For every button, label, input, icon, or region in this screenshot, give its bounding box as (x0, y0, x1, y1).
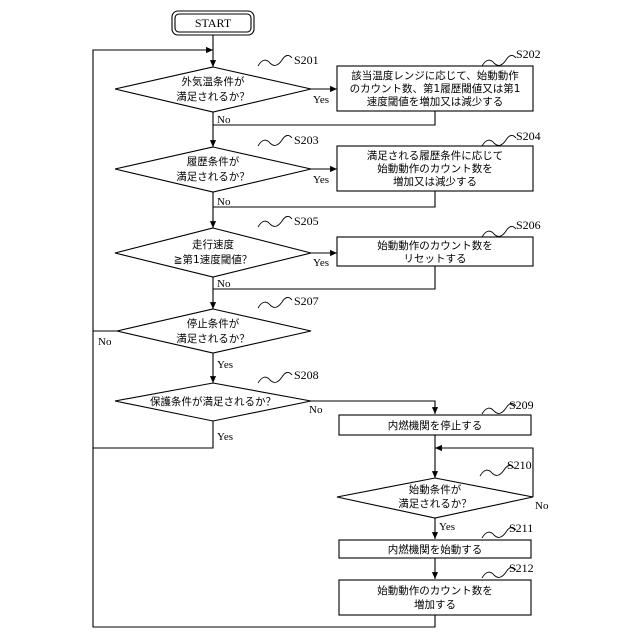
process-text: 始動動作のカウント数を (377, 162, 493, 175)
decision-text: 外気温条件が (182, 75, 245, 88)
decision-s203: 履歴条件が 満足されるか？ (115, 147, 311, 192)
decision-s207: 停止条件が 満足されるか？ (117, 309, 311, 353)
process-s206: 始動動作のカウント数を リセットする (337, 237, 533, 266)
edge-label-yes: Yes (313, 257, 329, 269)
edge-label-no: No (98, 336, 112, 348)
step-id-s204: S204 (516, 129, 541, 143)
step-id-s206: S206 (516, 218, 541, 232)
decision-text: ≧第1速度閾値？ (174, 253, 252, 266)
start-terminal: START (172, 11, 254, 35)
edge-label-no: No (217, 196, 231, 208)
leader-s204 (482, 135, 516, 146)
step-id-s203: S203 (294, 133, 319, 147)
start-label: START (195, 16, 232, 30)
decision-text: 履歴条件が (187, 155, 240, 168)
step-id-s211: S211 (509, 521, 533, 535)
leader-s201 (258, 55, 292, 66)
process-text: のカウント数、第1履歴閾値又は第1 (350, 82, 521, 95)
process-text: 速度閾値を増加又は減少する (367, 95, 504, 108)
step-id-s210: S210 (507, 458, 532, 472)
step-id-s209: S209 (509, 398, 534, 412)
decision-text: 保護条件が満足されるか？ (150, 395, 276, 408)
step-id-s201: S201 (294, 53, 319, 67)
decision-text: 停止条件が (187, 317, 240, 330)
decision-text: 満足されるか？ (176, 171, 250, 183)
leader-s207 (258, 297, 292, 308)
edge-label-no: No (217, 114, 231, 126)
process-text: 該当温度レンジに応じて、始動動作 (351, 69, 519, 82)
decision-text: 走行速度 (192, 238, 234, 251)
decision-s201: 外気温条件が 満足されるか？ (115, 67, 311, 112)
process-s202: 該当温度レンジに応じて、始動動作 のカウント数、第1履歴閾値又は第1 速度閾値を… (337, 66, 533, 111)
leader-s208 (258, 372, 292, 383)
decision-s210: 始動条件が 満足されるか？ (337, 478, 533, 518)
process-s212: 始動動作のカウント数を 増加する (339, 580, 531, 615)
process-text: 増加する (414, 598, 456, 611)
process-s209: 内燃機関を停止する (339, 415, 531, 435)
leader-s202 (482, 55, 516, 66)
leader-s203 (258, 135, 292, 146)
decision-text: 満足されるか？ (398, 498, 472, 510)
edge-label-yes: Yes (313, 174, 329, 186)
edge-label-yes: Yes (313, 94, 329, 106)
decision-text: 始動条件が (409, 483, 462, 496)
process-s204: 満足される履歴条件に応じて 始動動作のカウント数を 増加又は減少する (337, 146, 533, 191)
process-s211: 内燃機関を始動する (339, 540, 531, 558)
process-text: 内燃機関を停止する (388, 419, 483, 432)
process-text: 増加又は減少する (393, 175, 477, 188)
decision-text: 満足されるか？ (176, 91, 250, 103)
step-id-s202: S202 (516, 47, 541, 61)
process-text: 始動動作のカウント数を (377, 584, 493, 597)
edge-label-no: No (535, 500, 549, 512)
edge-label-yes: Yes (439, 521, 455, 533)
process-text: リセットする (404, 253, 467, 265)
edge-label-no: No (217, 278, 231, 290)
edge-label-no: No (309, 404, 323, 416)
edge-label-yes: Yes (217, 431, 233, 443)
process-text: 満足される履歴条件に応じて (367, 149, 504, 162)
process-text: 始動動作のカウント数を (377, 239, 493, 252)
decision-text: 満足されるか？ (176, 333, 250, 345)
leader-s205 (258, 216, 292, 227)
process-text: 内燃機関を始動する (388, 543, 483, 556)
decision-s205: 走行速度 ≧第1速度閾値？ (115, 228, 311, 277)
edge-label-yes: Yes (217, 359, 233, 371)
leader-s206 (482, 226, 516, 237)
decision-s208: 保護条件が満足されるか？ (115, 383, 311, 421)
step-id-s205: S205 (294, 214, 319, 228)
step-id-s212: S212 (509, 561, 534, 575)
step-id-s207: S207 (294, 294, 319, 308)
step-id-s208: S208 (294, 368, 319, 382)
